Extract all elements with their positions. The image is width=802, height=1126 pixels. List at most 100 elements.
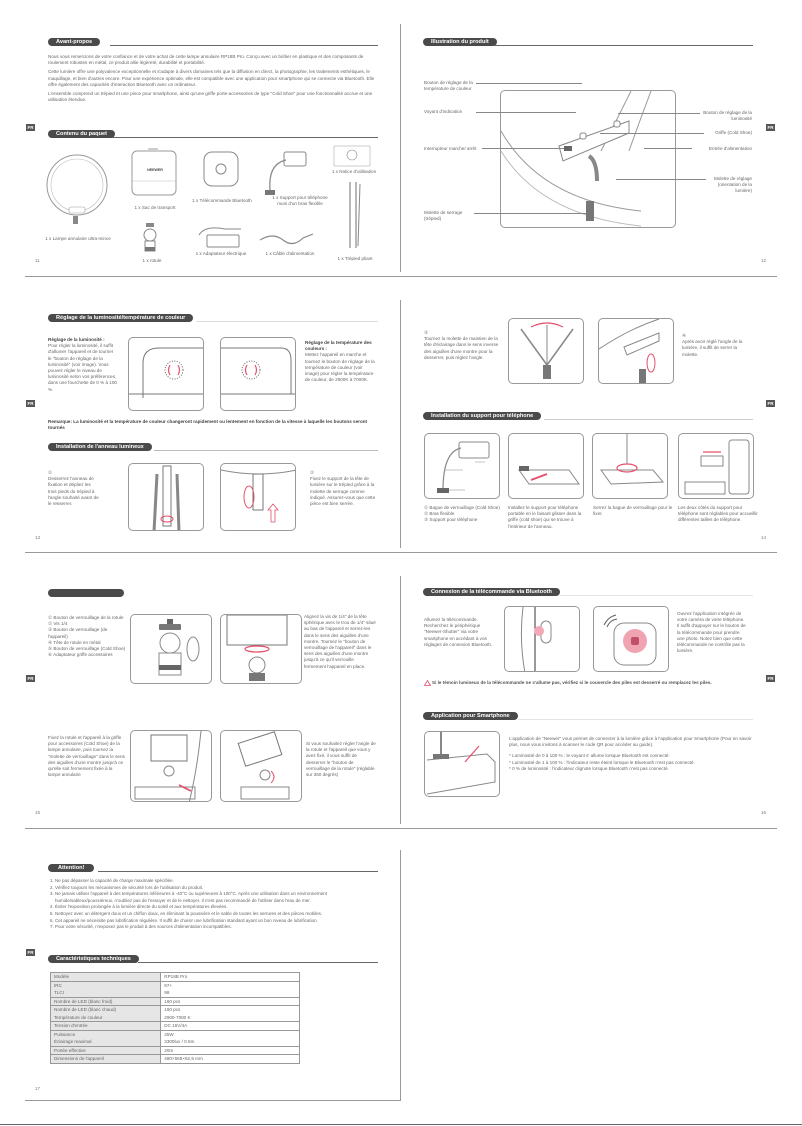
brightness-knob-image (128, 337, 204, 411)
page-number: 11 (35, 258, 40, 263)
page-divider-v3 (400, 576, 401, 824)
attention-list: 1. Ne pas dépasser la capacité de charge… (50, 878, 327, 930)
language-badge: FR (26, 949, 35, 956)
page-number: 17 (35, 1086, 41, 1091)
app-intro: L'application de "Neewer" vous permet de… (509, 736, 752, 748)
language-badge: FR (766, 675, 775, 682)
foreword-paragraph-1: Nous vous remercions de votre confiance … (48, 54, 364, 66)
head-angle-image (508, 318, 584, 384)
ball-head-parts-illustration (158, 619, 200, 676)
language-badge: FR (766, 400, 775, 407)
app-bullet-2: * Luminosité de 1 à 100 % : l'indicateur… (509, 759, 695, 765)
remote-press-illustration (603, 614, 657, 666)
ball-head-text-right-top: Alignez la vis de 1/4" de la tête sphéri… (304, 614, 376, 669)
section-title-ball-head (48, 588, 124, 597)
power-adapter-illustration (198, 227, 241, 248)
leader-line (618, 113, 700, 114)
page-divider-v1 (400, 24, 401, 272)
tripod-unfold-image (128, 463, 204, 531)
product-illustration-frame (500, 90, 676, 228)
language-badge: FR (766, 124, 775, 131)
leader-line (476, 112, 576, 113)
app-indicator-image (424, 731, 500, 797)
section-title-illustration: Illustration du produit (423, 37, 497, 46)
foreword-text: Nous vous remercions de votre confiance … (48, 54, 378, 106)
app-indicator-illustration (426, 732, 496, 795)
head-angle-illustration (520, 322, 574, 379)
page-number: 15 (35, 810, 41, 815)
bluetooth-left-text: Allumez la télécommande. Recherchez le p… (424, 617, 493, 647)
package-item-ring-lamp: 1 x Lampe annulaire ultra-mince (45, 236, 111, 241)
brightness-note: Remarque: La luminosité et la températur… (48, 419, 368, 431)
phone-holder-parts-image (424, 433, 500, 499)
head-mount-image (220, 463, 296, 531)
package-item-tripod: 1 x Trépied pliant (337, 256, 373, 261)
ring-install-step-3: ③ Tournez la molette de maintien de la t… (424, 330, 499, 360)
remote-power-image (504, 606, 580, 672)
foreword-paragraph-3: L'ensemble comprend un trépied et une pi… (48, 91, 373, 103)
camera-mount-image (220, 614, 302, 684)
leader-line (616, 179, 706, 180)
bag-brand: NEEWER (147, 168, 163, 172)
package-item-adapter: 1 x Adaptateur électrique (195, 251, 247, 256)
label-brightness-knob: Bouton de réglage de la luminosité (703, 110, 752, 121)
ball-head-illustration (143, 223, 157, 252)
page-divider-h3 (25, 828, 777, 829)
ball-head-text-left-bottom: Fixez la rotule et l'appareil à la griff… (48, 735, 125, 778)
package-item-ball-head: 1 x rotule (142, 258, 162, 263)
brightness-knob-illustration (129, 347, 203, 398)
label-angle-knob: Molette de réglage (orientation de la lu… (713, 176, 752, 193)
page-number: 12 (761, 258, 767, 263)
manual-illustration (333, 145, 371, 167)
package-item-cable: 1 x Câble d'alimentation (265, 251, 315, 256)
package-item-remote: 1 x Télécommande Bluetooth (192, 198, 252, 203)
remote-press-image (593, 606, 669, 672)
page-divider-h1 (25, 276, 777, 277)
section-title-phone-holder: Installation du support pour téléphone (423, 411, 542, 420)
ball-head-attach-illustration (134, 731, 202, 801)
phone-holder-slide-illustration (518, 466, 580, 485)
language-badge: FR (26, 400, 35, 407)
phone-holder-lock-image (592, 433, 668, 499)
label-power-switch: Interrupteur marche/ arrêt (424, 146, 477, 151)
page-number: 13 (35, 535, 41, 540)
section-rule (560, 595, 753, 596)
section-rule (518, 719, 753, 720)
page-divider-h4 (25, 1100, 401, 1101)
section-title-foreword: Avant-propos (48, 37, 101, 46)
ball-head-rotate-image (220, 730, 302, 802)
package-item-phone-holder: 1 x Support pour téléphone muni d'un bra… (272, 195, 328, 206)
package-item-manual: 1 x Notice d'utilisation (331, 169, 377, 174)
remote-illustration (203, 151, 239, 187)
head-mount-illustration (221, 469, 295, 523)
section-rule (138, 962, 378, 963)
section-rule (112, 137, 378, 138)
head-tighten-illustration (599, 319, 660, 383)
page-number: 14 (761, 535, 767, 540)
app-text: L'application de "Neewer" vous permet de… (509, 736, 754, 772)
phone-holder-illustration (265, 151, 307, 195)
section-rule (110, 45, 378, 46)
section-title-attention: Attention! (48, 863, 95, 872)
head-tighten-image (598, 318, 674, 384)
ring-install-step-1: ① Desserrez l'anneau de fixation et dépl… (48, 470, 99, 507)
leader-line (482, 148, 564, 149)
ball-head-parts-image (130, 614, 212, 684)
phone-holder-caption-1: Installez le support pour téléphone port… (508, 505, 582, 529)
ball-head-text-right-bottom: Si vous souhaitez régler l'angle de la r… (306, 741, 376, 778)
warning-icon (423, 679, 432, 686)
foreword-paragraph-2: Cette lumière offre une polyvalence exce… (48, 69, 375, 87)
section-title-brightness: Réglage de la luminosité/température de … (48, 313, 194, 322)
ring-install-step-4: ④ Après avoir réglé l'angle de la lumièr… (682, 333, 743, 357)
label-indicator: Voyant d'indication (424, 109, 463, 114)
leader-line (600, 133, 704, 134)
phone-holder-parts-list: ① Bague de verrouillage (Cold Shoe) ② Br… (424, 505, 500, 523)
camera-mount-illustration (226, 615, 288, 681)
section-title-bluetooth: Connexion de la télécommande via Bluetoo… (423, 587, 560, 596)
